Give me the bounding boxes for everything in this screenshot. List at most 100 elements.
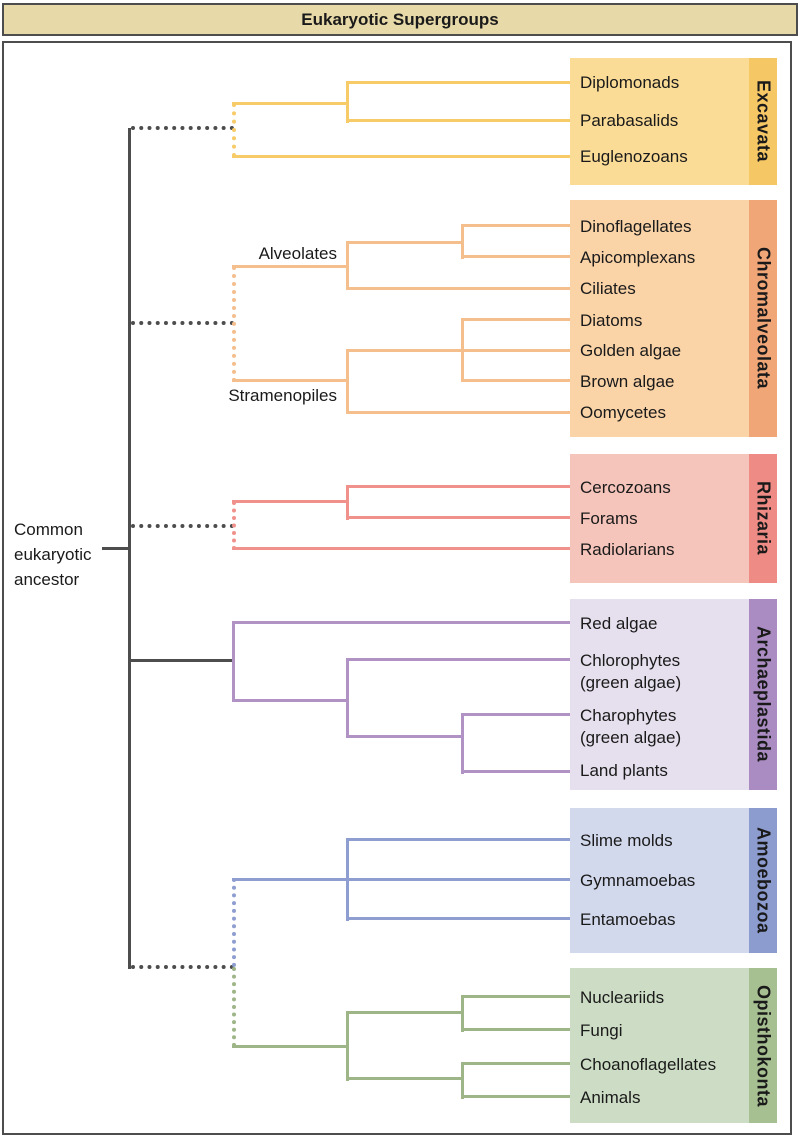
group-strip-rhizaria: Rhizaria bbox=[749, 454, 777, 583]
diatom-brown-bracket-line bbox=[461, 318, 464, 382]
member-label-red-algae: Red algae bbox=[580, 614, 658, 633]
diagram-title: Eukaryotic Supergroups bbox=[301, 9, 499, 29]
rhizaria-node-line bbox=[232, 501, 236, 550]
amoebozoa-bracket-line bbox=[346, 838, 349, 921]
stramenopiles-bracket-line bbox=[346, 349, 349, 414]
member-label-nucleariids: Nucleariids bbox=[580, 988, 665, 1007]
member-label-chlorophytes: Chlorophytes (green algae) bbox=[580, 651, 682, 692]
opisthokonta-node-line bbox=[232, 967, 236, 1047]
group-strip-excavata: Excavata bbox=[749, 58, 777, 185]
entamoebas-branch-line bbox=[346, 917, 570, 920]
oomycetes-branch-line bbox=[346, 411, 570, 414]
group-name-excavata: Excavata bbox=[753, 80, 774, 163]
nucleariids-branch-line bbox=[461, 995, 570, 998]
title-bar: Eukaryotic Supergroups bbox=[2, 3, 798, 36]
chlorophytes-branch-line bbox=[346, 658, 570, 661]
chromalveolata-trunk-branch bbox=[131, 321, 234, 325]
member-label-forams: Forams bbox=[580, 509, 638, 528]
opisthokonta-lower-line bbox=[346, 1077, 464, 1080]
golden-algae-branch-line bbox=[346, 349, 570, 352]
euglenozoans-branch-line bbox=[232, 155, 570, 158]
member-label-brown-algae: Brown algae bbox=[580, 372, 675, 391]
group-name-opisthokonta: Opisthokonta bbox=[753, 984, 774, 1107]
member-label-choanoflagellates: Choanoflagellates bbox=[580, 1055, 717, 1074]
unikonta-trunk-branch bbox=[131, 965, 234, 969]
member-label-ciliates: Ciliates bbox=[580, 279, 636, 298]
member-label-apicomplexans: Apicomplexans bbox=[580, 248, 696, 267]
group-name-amoebozoa: Amoebozoa bbox=[753, 827, 774, 934]
member-label-diplomonads: Diplomonads bbox=[580, 73, 680, 92]
dino-apic-bracket-line bbox=[461, 224, 464, 259]
parabasalids-branch-line bbox=[346, 119, 570, 122]
member-label-dinoflagellates: Dinoflagellates bbox=[580, 217, 692, 236]
slime-molds-branch-line bbox=[346, 838, 570, 841]
member-label-slime-molds: Slime molds bbox=[580, 831, 673, 850]
land-plants-branch-line bbox=[461, 770, 570, 773]
member-label-parabasalids: Parabasalids bbox=[580, 111, 679, 130]
group-name-archaeplastida: Archaeplastida bbox=[753, 626, 774, 763]
archaeplastida-lower-line bbox=[232, 699, 349, 702]
chlorophyte-bracket-line bbox=[346, 658, 349, 738]
rhizaria-bracket-line bbox=[346, 485, 349, 520]
group-box-chromalveolata bbox=[570, 200, 749, 437]
alveolates-label: Alveolates bbox=[258, 244, 337, 263]
member-label-cercozoans: Cercozoans bbox=[580, 478, 671, 497]
opisthokonta-connector-line bbox=[232, 1045, 349, 1048]
member-label-oomycetes: Oomycetes bbox=[580, 403, 666, 422]
group-strip-chromalveolata: Chromalveolata bbox=[749, 200, 777, 437]
fungi-branch-line bbox=[461, 1028, 570, 1031]
dinoflagellates-branch-line bbox=[461, 224, 570, 227]
choano-animal-bracket-line bbox=[461, 1062, 464, 1099]
forams-branch-line bbox=[346, 516, 570, 519]
archaeplastida-trunk-branch bbox=[131, 659, 234, 662]
nucleariid-fungi-bracket-line bbox=[461, 995, 464, 1032]
excavata-trunk-branch bbox=[131, 126, 234, 130]
group-box-amoebozoa bbox=[570, 808, 749, 953]
cercozoans-branch-line bbox=[346, 485, 570, 488]
alveolates-connector-line bbox=[232, 265, 349, 268]
alveolates-upper-line bbox=[346, 241, 464, 244]
group-name-chromalveolata: Chromalveolata bbox=[753, 247, 774, 390]
member-label-charophytes: Charophytes (green algae) bbox=[580, 706, 682, 747]
member-label-gymnamoebas: Gymnamoebas bbox=[580, 871, 696, 890]
amoebozoa-node-line bbox=[232, 878, 236, 967]
excavata-node-line bbox=[232, 103, 236, 157]
opisthokonta-upper-line bbox=[346, 1011, 464, 1014]
member-label-euglenozoans: Euglenozoans bbox=[580, 147, 688, 166]
animals-branch-line bbox=[461, 1095, 570, 1098]
archaeplastida-node-line bbox=[232, 621, 235, 702]
member-label-animals: Animals bbox=[580, 1088, 641, 1107]
group-box-rhizaria bbox=[570, 454, 749, 583]
diatoms-branch-line bbox=[461, 318, 570, 321]
member-label-golden-algae: Golden algae bbox=[580, 341, 682, 360]
rhizaria-connector-line bbox=[232, 500, 349, 503]
group-box-archaeplastida bbox=[570, 599, 749, 790]
charophytes-branch-line bbox=[461, 713, 570, 716]
member-label-entamoebas: Entamoebas bbox=[580, 910, 676, 929]
apicomplexans-branch-line bbox=[461, 255, 570, 258]
group-box-excavata bbox=[570, 58, 749, 185]
gymnamoebas-branch-line bbox=[232, 878, 570, 881]
common-ancestor-label: Common eukaryotic ancestor bbox=[14, 520, 92, 589]
alveolates-bracket-line bbox=[346, 241, 349, 290]
red-algae-branch-line bbox=[232, 621, 570, 624]
group-box-opisthokonta bbox=[570, 968, 749, 1123]
diplomonads-branch-line bbox=[346, 81, 570, 84]
choanoflagellates-branch-line bbox=[461, 1062, 570, 1065]
charophyte-connector-line bbox=[346, 735, 464, 738]
chromalveolata-node-line bbox=[232, 266, 236, 382]
group-strip-opisthokonta: Opisthokonta bbox=[749, 968, 777, 1123]
stramenopiles-connector-line bbox=[232, 379, 349, 382]
excavata-bracket-line bbox=[346, 81, 349, 123]
member-label-fungi: Fungi bbox=[580, 1021, 623, 1040]
member-label-land-plants: Land plants bbox=[580, 761, 668, 780]
member-label-diatoms: Diatoms bbox=[580, 311, 643, 330]
group-strip-amoebozoa: Amoebozoa bbox=[749, 808, 777, 953]
trunk-line bbox=[128, 128, 131, 969]
rhizaria-trunk-branch bbox=[131, 524, 234, 528]
opisthokonta-bracket-line bbox=[346, 1011, 349, 1081]
member-label-radiolarians: Radiolarians bbox=[580, 540, 675, 559]
root-connector-line bbox=[102, 547, 128, 550]
excavata-connector-line bbox=[232, 102, 349, 105]
